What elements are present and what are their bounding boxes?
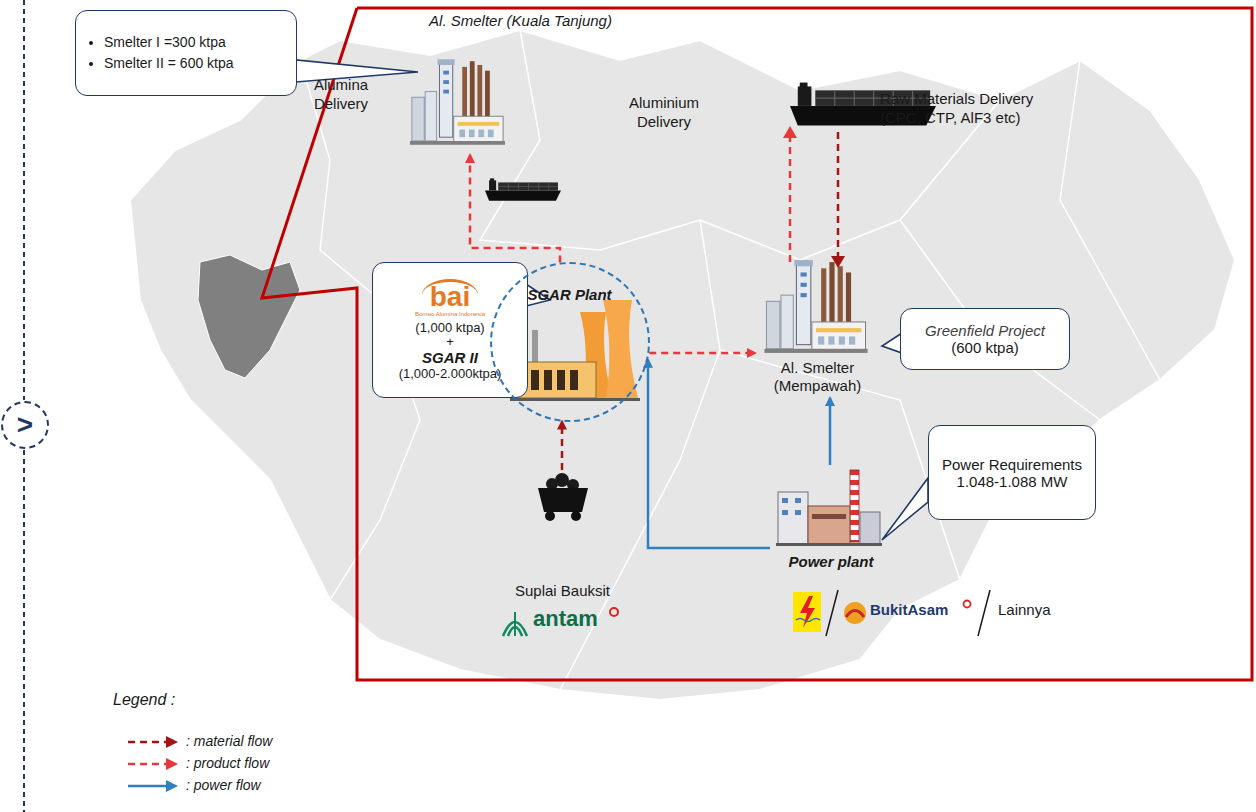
node-text: Borneo Alumina Indonesia [415,311,485,317]
info-callout: Power Requirements1.048-1.088 MW [928,425,1096,520]
product-connector [470,155,560,263]
nav-line [23,0,25,400]
zoom-frame [262,8,1252,680]
node-text: + [446,335,454,349]
power-connector [648,360,770,548]
separator-slash [978,590,990,636]
node-text: antam [533,606,613,632]
callout-tail [882,333,902,353]
legend-samples [128,736,178,792]
legend-text: : product flow [186,755,269,773]
arrowhead [783,126,797,138]
node-text: Al. Smelter (Mempawah) [755,359,880,395]
supply-node: Suplai Bauksit antam [495,470,630,645]
node-text: bai [422,279,478,311]
legend-text: : material flow [186,733,272,751]
bukitasam-logo [844,601,971,625]
material-connector [561,422,564,470]
smelter-node: Al. Smelter (Mempawah) [755,255,880,398]
bullet-text: Smelter I =300 ktpa [104,32,234,53]
node-text: BukitAsam [870,601,970,618]
arrowhead [831,256,845,268]
nav-circle: > [1,401,49,449]
bullet-text: Smelter II = 600 ktpa [104,53,234,74]
material-flow [837,132,840,258]
flow-label: Raw Materials Delivery (CPC, CTP, AlF3 e… [880,90,1075,128]
node-text: Greenfield Project [925,322,1045,339]
info-callout: baiBorneo Alumina Indonesia (1,000 ktpa)+… [372,262,528,398]
power-plant-icon [776,470,882,546]
node-text: > [17,411,33,439]
node-text: Power Requirements [942,456,1082,473]
plant-circle: SGAR Plant [490,262,650,422]
product-flow [789,136,792,262]
node-text: Al. Smelter (Kuala Tanjung) [413,12,628,29]
node-text: (1,000 ktpa) [415,320,484,335]
flow-label: Legend : [113,690,233,710]
info-callout: Smelter I =300 ktpaSmelter II = 600 ktpa [75,10,297,96]
cart-icon [538,473,588,521]
pln-logo [793,592,821,632]
node-text: 1.048-1.088 MW [957,473,1068,490]
nav-line [23,450,25,812]
node-text: (1,000-2.000ktpa) [399,366,502,381]
refinery-icon [510,300,640,401]
separator-slash [826,590,838,636]
node-text: SGAR II [422,349,478,366]
smelter-icon [410,59,505,144]
ship-icon [485,178,561,200]
mini-map [198,255,300,378]
smelter-node: Al. Smelter (Kuala Tanjung) [405,8,630,155]
power-node: Power plantBukitAsam Lainnya [770,465,1075,643]
bullet-list: Smelter I =300 ktpaSmelter II = 600 ktpa [86,32,234,74]
map-region [130,30,1235,700]
callout-tail [882,478,928,540]
node-text: Lainnya [998,601,1073,618]
smelter-icon [764,260,867,353]
info-callout: Greenfield Project(600 ktpa) [900,308,1070,370]
flow-label: Aluminium Delivery [614,94,714,132]
node-text: (600 ktpa) [951,339,1019,356]
flow-label: Alumina Delivery [305,76,377,114]
node-text: Suplai Bauksit [495,582,630,599]
node-text: Power plant [776,553,886,570]
power-connector [829,398,832,465]
node-text: SGAR Plant [492,286,647,303]
product-connector [649,352,755,355]
legend-text: : power flow [186,777,261,795]
